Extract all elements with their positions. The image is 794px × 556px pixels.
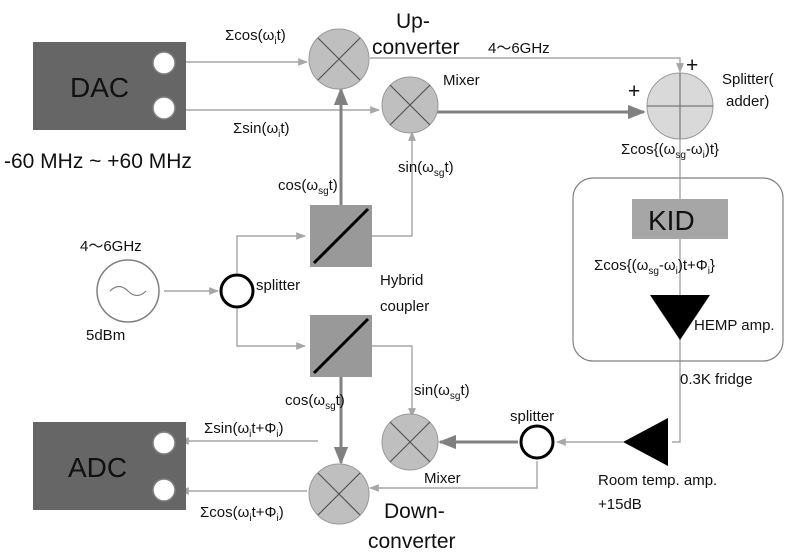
signal-cos-wsg-up: cos(ωsgt): [278, 177, 338, 197]
hybrid-coupler-bottom: [310, 315, 372, 377]
rf-freq-label: 4～6GHz: [488, 40, 550, 57]
splitter-left-label: splitter: [256, 277, 300, 294]
signal-adc-sin: Σsin(ωit+Φi): [204, 420, 284, 440]
wire-upconv-adder: [370, 57, 684, 73]
wire-hyb2-mixer: [372, 345, 416, 418]
splitter-right-label: splitter: [510, 408, 554, 425]
splitter-adder-label-2: adder): [726, 93, 769, 110]
dac-label: DAC: [70, 72, 129, 103]
room-amp-label-1: Room temp. amp.: [598, 472, 717, 489]
oscillator: [96, 259, 160, 323]
down-converter-mixer: [308, 463, 370, 525]
dac-block: DAC: [33, 42, 186, 130]
wire-splitter-hyb1: [236, 232, 306, 273]
splitter-left: [219, 273, 255, 309]
hemt-label: HEMP amp.: [694, 317, 775, 334]
fridge-label: 0.3K fridge: [680, 371, 753, 388]
plus-sign-left: +: [628, 80, 640, 103]
down-converter-label-1: Down-: [384, 500, 445, 523]
adc-port-2: [152, 478, 176, 502]
up-converter-label-1: Up-: [396, 10, 430, 33]
lo-power-label: 5dBm: [86, 327, 125, 344]
mixer-bottom-label: Mixer: [424, 470, 461, 487]
hybrid-label-1: Hybrid: [380, 272, 423, 289]
adc-block: ADC: [33, 422, 186, 510]
wire-splitter-downconv: [369, 461, 538, 492]
signal-sin-wsg-up: sin(ωsgt): [398, 159, 454, 179]
plus-sign-top: +: [686, 54, 698, 77]
wire-fridge-amp: [672, 440, 681, 443]
signal-adc-cos: Σcos(ωit+Φi): [200, 504, 284, 524]
wires: [164, 57, 684, 495]
mixer-top: [381, 76, 439, 134]
wires-dark: [333, 87, 646, 465]
up-converter-label-2: converter: [372, 36, 460, 59]
room-amp-label-2: +15dB: [598, 496, 642, 513]
lo-freq-label: 4～6GHz: [80, 238, 142, 255]
kid-label: KID: [648, 205, 695, 236]
splitter-adder: [646, 72, 714, 140]
mixer-top-label: Mixer: [443, 72, 480, 89]
wire-splitter-hyb2: [236, 309, 306, 350]
freq-range-label: -60 MHz ~ +60 MHz: [4, 150, 192, 173]
room-temp-amplifier: [623, 418, 668, 466]
adc-label: ADC: [68, 452, 127, 483]
splitter-right: [519, 424, 555, 460]
signal-sum-sin-wi: Σsin(ωit): [233, 120, 290, 140]
up-converter-mixer: [308, 28, 370, 90]
down-converter-label-2: converter: [368, 530, 456, 553]
mixer-bottom: [381, 413, 439, 471]
signal-cos-wsg-down: cos(ωsgt): [285, 392, 345, 412]
signal-sin-wsg-down: sin(ωsgt): [414, 382, 470, 402]
hybrid-coupler-top: [310, 205, 372, 267]
wire-hyb1-mixer: [372, 131, 416, 237]
signal-sum-cos-wi: Σcos(ωit): [225, 27, 286, 47]
fridge-box: [572, 177, 784, 362]
dac-port-1: [152, 51, 176, 75]
dac-port-2: [152, 96, 176, 120]
signal-adder-out: Σcos{(ωsg-ωi)t}: [621, 141, 719, 161]
kid-block: KID: [632, 199, 728, 239]
hemt-amplifier: [650, 295, 710, 340]
adc-port-1: [152, 431, 176, 455]
hybrid-label-2: coupler: [380, 298, 429, 315]
signal-kid-out: Σcos{(ωsg-ωi)t+Φi}: [594, 257, 715, 277]
splitter-adder-label-1: Splitter(: [722, 71, 774, 88]
